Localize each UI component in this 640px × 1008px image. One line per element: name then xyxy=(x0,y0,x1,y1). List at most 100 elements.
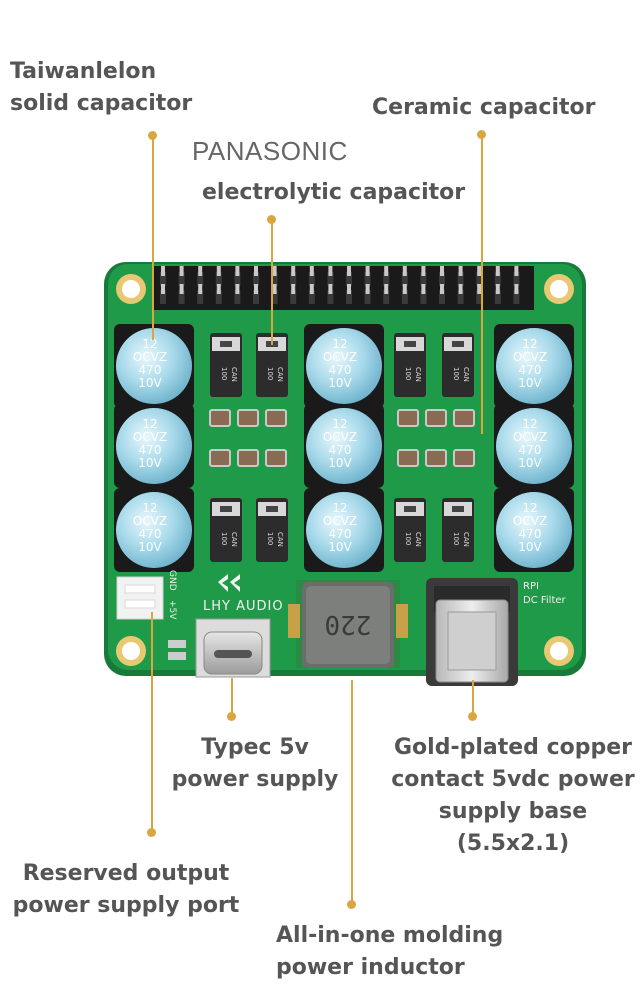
capacitor-marking: OCVZ xyxy=(513,350,547,364)
ceramic-capacitor xyxy=(237,409,259,427)
gold-leader-line xyxy=(472,680,474,716)
ceramic-capacitor xyxy=(397,409,419,427)
capacitor-marking: 12 xyxy=(142,337,157,351)
capacitor-marking: 12 xyxy=(332,337,347,351)
capacitor-marking: OCVZ xyxy=(133,350,167,364)
capacitor-marking: 12 xyxy=(522,501,537,515)
capacitor-marking: 10V xyxy=(138,540,162,554)
capacitor-marking: 470 xyxy=(139,363,162,377)
capacitor-marking: OCVZ xyxy=(323,350,357,364)
inductor-label: All-in-one molding power inductor xyxy=(276,920,503,984)
capacitor-marking: OCVZ xyxy=(133,430,167,444)
capacitor-marking: 12 xyxy=(332,417,347,431)
electrolytic-marking: 100 xyxy=(452,367,460,380)
electrolytic-marking: CAN xyxy=(276,367,284,382)
electrolytic-marking: 100 xyxy=(266,367,274,380)
electrolytic-marking: 100 xyxy=(220,532,228,545)
inductor-label-line1: All-in-one molding xyxy=(276,923,504,948)
inductor-label-line2: power inductor xyxy=(276,955,465,980)
reserved-label-line2: power supply port xyxy=(12,893,240,918)
ceramic-capacitor xyxy=(397,449,419,467)
inductor-leader-line xyxy=(351,680,353,902)
taiwan-capacitor-label: Taiwanlelon solid capacitor xyxy=(10,56,192,120)
inductor-leader-dot xyxy=(347,900,356,909)
electrolytic-marking: 100 xyxy=(220,367,228,380)
capacitor-marking: 470 xyxy=(519,527,542,541)
capacitor-marking: 12 xyxy=(142,417,157,431)
electrolytic-marking: CAN xyxy=(230,532,238,547)
ceramic-leader-line xyxy=(481,134,483,434)
plus5v-silk: +5V xyxy=(167,600,177,620)
electrolytic-leader-dot xyxy=(267,215,276,224)
capacitor-marking: 470 xyxy=(139,527,162,541)
ceramic-capacitor xyxy=(425,409,447,427)
taiwan-leader-dot xyxy=(148,131,157,140)
capacitor-marking: 470 xyxy=(519,363,542,377)
electrolytic-marking: 100 xyxy=(404,532,412,545)
gold-label-line1: Gold-plated copper xyxy=(394,735,632,760)
inductor-marking: 220 xyxy=(325,609,372,639)
capacitor-marking: 10V xyxy=(328,376,352,390)
electrolytic-marking: CAN xyxy=(414,367,422,382)
capacitor-marking: 12 xyxy=(332,501,347,515)
solid-capacitors: 12OCVZ47010V12OCVZ47010V12OCVZ47010V12OC… xyxy=(114,324,574,572)
dc-jack xyxy=(426,578,518,686)
gold-label-line4: (5.5x2.1) xyxy=(456,831,570,856)
electrolytic-leader-line xyxy=(271,219,273,345)
reserved-output-connector xyxy=(116,576,164,620)
electrolytic-marking: CAN xyxy=(462,367,470,382)
mounting-holes xyxy=(116,274,574,666)
capacitor-marking: 10V xyxy=(518,456,542,470)
ceramic-capacitor xyxy=(453,409,475,427)
gold-leader-dot xyxy=(468,712,477,721)
reserved-label-line1: Reserved output xyxy=(22,861,230,886)
usb-c-port xyxy=(195,618,271,678)
dc-filter-silk: DC Filter xyxy=(523,595,567,606)
panasonic-brand-label: PANASONIC xyxy=(192,136,348,166)
electrolytic-marking: CAN xyxy=(462,532,470,547)
capacitor-marking: OCVZ xyxy=(133,514,167,528)
capacitor-marking: 470 xyxy=(329,527,352,541)
lhy-logo-icon xyxy=(218,574,240,592)
gnd-silk: GND xyxy=(167,570,177,591)
capacitor-marking: 470 xyxy=(329,363,352,377)
gold-plated-label: Gold-plated copper contact 5vdc power su… xyxy=(388,732,638,860)
ceramic-capacitor xyxy=(209,409,231,427)
typec-label: Typec 5v power supply xyxy=(160,732,350,796)
typec-leader-dot xyxy=(227,712,236,721)
capacitor-marking: 10V xyxy=(328,540,352,554)
logo-text: LHY AUDIO xyxy=(203,599,284,614)
typec-label-line2: power supply xyxy=(171,767,339,792)
rpi-silk: RPI xyxy=(523,581,539,592)
capacitor-marking: 10V xyxy=(518,376,542,390)
typec-leader-line xyxy=(231,678,233,716)
gold-label-line2: contact 5vdc power xyxy=(391,767,635,792)
capacitor-marking: OCVZ xyxy=(323,514,357,528)
ceramic-capacitors xyxy=(209,409,475,467)
typec-label-line1: Typec 5v xyxy=(201,735,309,760)
electrolytic-marking: CAN xyxy=(414,532,422,547)
ceramic-leader-dot xyxy=(477,130,486,139)
power-inductor: 220 xyxy=(288,580,408,668)
capacitor-marking: 10V xyxy=(328,456,352,470)
capacitor-marking: 12 xyxy=(522,417,537,431)
taiwan-label-line2: solid capacitor xyxy=(10,91,193,116)
capacitor-marking: OCVZ xyxy=(513,430,547,444)
capacitor-marking: 470 xyxy=(329,443,352,457)
capacitor-marking: 10V xyxy=(138,376,162,390)
capacitor-marking: 10V xyxy=(518,540,542,554)
